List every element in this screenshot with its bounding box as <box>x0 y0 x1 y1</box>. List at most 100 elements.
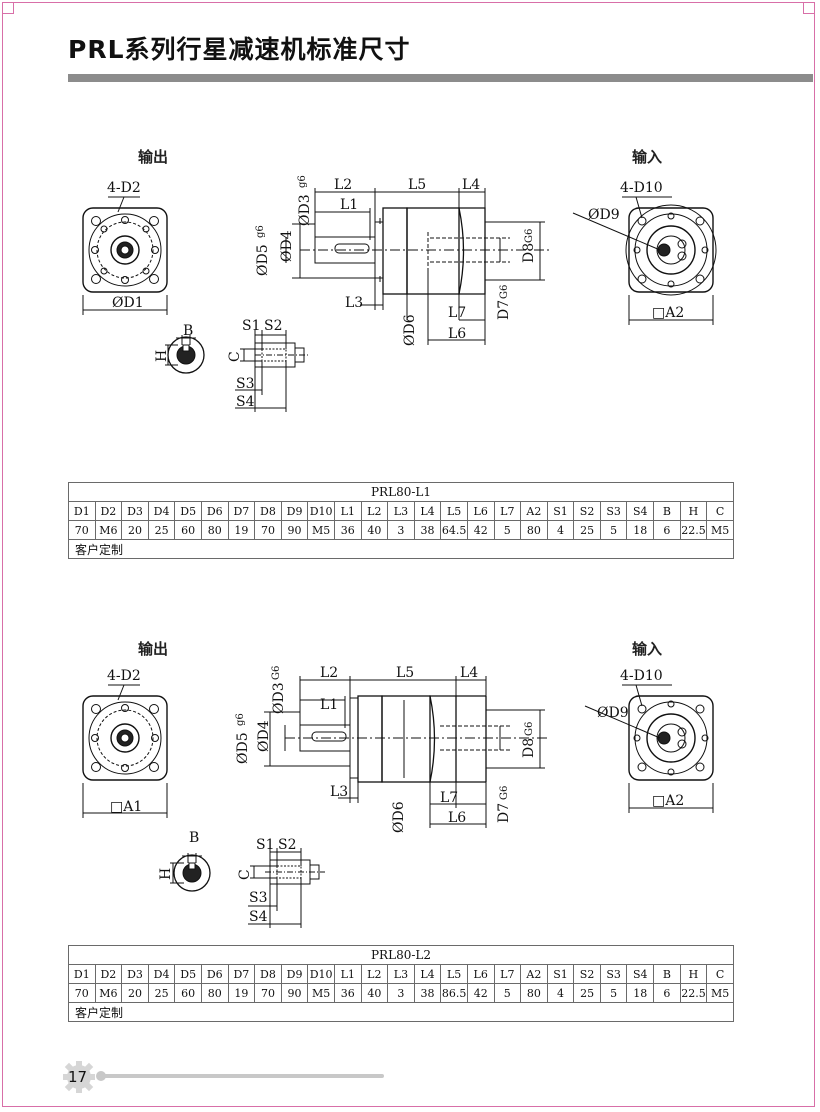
dim-label: S1 <box>242 318 261 334</box>
table-note: 客户定制 <box>68 1002 734 1022</box>
tolerance-label: g6 <box>297 175 308 188</box>
tolerance-label: G6 <box>499 785 510 800</box>
dim-label: ØD9 <box>588 207 620 223</box>
header-cell: S4 <box>626 964 655 984</box>
header-cell: D2 <box>94 964 123 984</box>
dim-label: 4-D2 <box>107 668 141 684</box>
dim-label: L3 <box>345 295 364 311</box>
drawing-section-2: 输出 输入 4-D2 □A1 4-D10 ØD9 □A2 L2 L5 L4 L1… <box>0 628 820 968</box>
header-cell: S1 <box>546 501 575 521</box>
header-cell: S2 <box>573 501 601 521</box>
value-cell: 6 <box>653 520 681 540</box>
value-cell: 42 <box>466 520 495 540</box>
dim-label: ØD3 <box>297 194 313 226</box>
input-flange <box>628 207 714 293</box>
gear-icon <box>63 1061 95 1093</box>
header-cell: D5 <box>174 501 202 521</box>
value-cell: 4 <box>546 983 575 1003</box>
value-cell: 70 <box>254 983 282 1003</box>
dim-label: ØD4 <box>279 230 295 262</box>
dim-label: S4 <box>236 394 255 410</box>
header-cell: L2 <box>360 501 389 521</box>
value-cell: 20 <box>121 983 149 1003</box>
tolerance-label: G6 <box>524 228 535 243</box>
header-cell: D3 <box>121 501 149 521</box>
dim-label: D7 <box>496 802 512 823</box>
crop-mark <box>3 3 14 14</box>
value-cell: 5 <box>493 983 522 1003</box>
value-cell: 3 <box>387 520 415 540</box>
dim-label: B <box>189 830 200 846</box>
header-cell: A2 <box>520 964 548 984</box>
dim-label: L6 <box>448 810 467 826</box>
output-flange <box>82 207 168 293</box>
page-number: 17 <box>68 1068 88 1086</box>
drawing-section-1: 输出 输入 4-D2 ØD1 4-D10 ØD9 □A2 L2 L5 L4 L1… <box>0 140 820 480</box>
dim-label: ØD6 <box>402 314 418 346</box>
page-title: PRL系列行星减速机标准尺寸 <box>68 35 411 64</box>
dim-label: ØD5 <box>255 244 271 276</box>
header-cell: D7 <box>227 501 256 521</box>
value-cell: 70 <box>254 520 282 540</box>
value-cell: 5 <box>599 520 628 540</box>
dim-label: H <box>158 867 174 880</box>
dim-label: □A1 <box>110 799 143 815</box>
value-cell: 19 <box>227 520 256 540</box>
header-cell: D10 <box>307 964 335 984</box>
dim-label: ØD9 <box>597 705 629 721</box>
tolerance-label: G6 <box>271 665 282 680</box>
header-cell: L4 <box>413 964 442 984</box>
dim-label: S3 <box>249 890 268 906</box>
header-cell: D2 <box>94 501 123 521</box>
dim-label: S4 <box>249 909 268 925</box>
output-caption: 输出 <box>138 640 169 658</box>
value-cell: 22.5 <box>679 520 708 540</box>
input-caption: 输入 <box>632 148 663 166</box>
header-cell: D8 <box>254 501 282 521</box>
header-cell: L1 <box>333 964 362 984</box>
dim-label: ØD6 <box>391 801 407 833</box>
value-cell: M5 <box>706 983 734 1003</box>
header-cell: S3 <box>599 501 628 521</box>
header-cell: D9 <box>280 964 309 984</box>
header-cell: L7 <box>493 964 522 984</box>
dim-label: L7 <box>440 790 459 806</box>
value-cell: 25 <box>573 983 601 1003</box>
dim-label: C <box>227 351 243 362</box>
header-cell: D4 <box>147 501 176 521</box>
header-cell: S3 <box>599 964 628 984</box>
dim-label: S2 <box>278 837 297 853</box>
value-cell: 25 <box>147 520 176 540</box>
dim-label: B <box>183 323 194 339</box>
tolerance-label: g6 <box>255 225 266 238</box>
dim-label: 4-D2 <box>107 180 141 196</box>
dim-label: L6 <box>448 326 467 342</box>
dim-label: L1 <box>320 697 339 713</box>
tolerance-label: g6 <box>235 713 246 726</box>
value-cell: M5 <box>307 983 335 1003</box>
value-cell: 40 <box>360 983 389 1003</box>
value-cell: 36 <box>333 983 362 1003</box>
value-cell: 90 <box>280 520 309 540</box>
header-cell: C <box>706 501 734 521</box>
value-cell: 64.5 <box>440 520 468 540</box>
header-cell: D4 <box>147 964 176 984</box>
input-caption: 输入 <box>632 640 663 658</box>
value-cell: M6 <box>94 520 123 540</box>
dim-label: S1 <box>256 837 275 853</box>
dim-label: 4-D10 <box>620 180 663 196</box>
dim-label: ØD5 <box>235 732 251 764</box>
value-cell: 18 <box>626 983 655 1003</box>
dim-label: ØD3 <box>271 682 287 714</box>
header-cell: D6 <box>200 964 229 984</box>
header-cell: D9 <box>280 501 309 521</box>
value-cell: 18 <box>626 520 655 540</box>
table-note: 客户定制 <box>68 539 734 559</box>
value-cell: 3 <box>387 983 415 1003</box>
header-cell: D7 <box>227 964 256 984</box>
header-cell: L4 <box>413 501 442 521</box>
value-cell: 36 <box>333 520 362 540</box>
dim-label: H <box>154 349 170 362</box>
dim-label: S3 <box>236 376 255 392</box>
